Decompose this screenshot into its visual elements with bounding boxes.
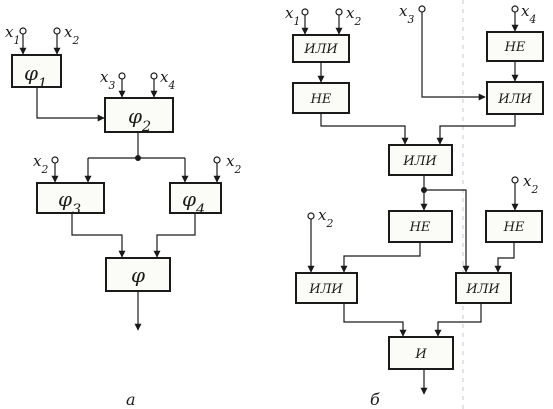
diagram-b: ИЛИ x1 x2 НЕ x3 НЕ x4 ИЛИ ИЛИ	[285, 2, 544, 409]
input-label: x4	[521, 2, 536, 26]
input-terminal	[51, 156, 59, 164]
input-label: x3	[100, 68, 115, 92]
block-phi-label: φ	[131, 263, 145, 287]
gate-label: НЕ	[503, 220, 525, 235]
block-phi	[105, 257, 171, 292]
input-label: x4	[160, 68, 175, 92]
block-phi4	[169, 182, 222, 214]
input-label: x2	[226, 152, 241, 176]
input-terminal	[19, 27, 27, 35]
input-label: x1	[5, 23, 20, 47]
input-label: x2	[346, 4, 361, 28]
caption-a: а	[126, 390, 136, 409]
input-label: x2	[318, 206, 333, 230]
input-terminal	[150, 72, 158, 80]
input-terminal	[418, 5, 426, 13]
gate-label: НЕ	[310, 92, 332, 107]
gate-or-bottom-right	[455, 272, 512, 304]
gate-label: ИЛИ	[303, 42, 338, 57]
gate-label: НЕ	[409, 220, 431, 235]
input-label: x1	[285, 4, 300, 28]
block-phi2	[104, 97, 174, 133]
gate-or-middle	[388, 144, 453, 176]
input-terminal	[307, 212, 315, 220]
gate-label: И	[414, 347, 427, 362]
gate-label: ИЛИ	[308, 282, 343, 297]
input-label: x3	[399, 2, 414, 26]
input-terminal	[53, 27, 61, 35]
input-terminal	[301, 8, 309, 16]
input-label: x2	[33, 152, 48, 176]
gate-or-bottom-left	[295, 272, 358, 304]
gate-label: ИЛИ	[465, 282, 500, 297]
caption-b: б	[370, 390, 380, 409]
input-terminal	[511, 5, 519, 13]
gate-or-top-right	[486, 81, 544, 115]
input-label: x2	[523, 172, 538, 196]
input-terminal	[213, 156, 221, 164]
input-label: x2	[64, 23, 79, 47]
gate-label: НЕ	[504, 40, 526, 55]
gate-and-final	[388, 336, 454, 370]
diagram-a: φ1 x1 x2 φ2 x3 x4 φ3 x2 φ4	[5, 23, 241, 409]
gate-label: ИЛИ	[402, 154, 437, 169]
input-terminal	[511, 176, 519, 184]
block-phi3	[36, 182, 105, 214]
input-terminal	[118, 72, 126, 80]
input-terminal	[335, 8, 343, 16]
gate-label: ИЛИ	[497, 92, 532, 107]
